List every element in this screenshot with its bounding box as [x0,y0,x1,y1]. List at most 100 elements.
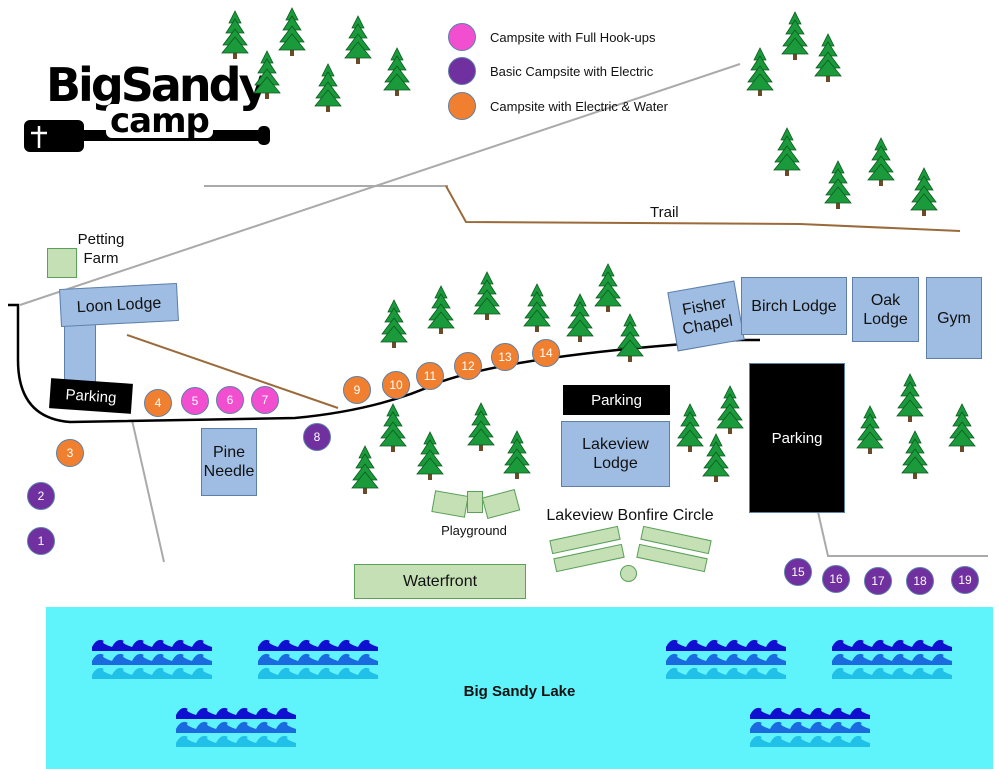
campsite-17[interactable]: 17 [864,567,892,595]
pine-tree-icon [467,402,495,451]
pine-tree-icon [824,160,852,209]
campsite-16[interactable]: 16 [822,565,850,593]
playground-label: Playground [441,523,507,538]
path-to-east-sites [817,511,988,557]
legend-label: Campsite with Full Hook-ups [490,29,656,45]
campsite-10[interactable]: 10 [382,371,410,399]
pine-tree-icon [896,373,924,422]
loon-lodge-label: Loon Lodge [76,294,162,316]
pine-tree-icon [383,47,411,96]
pine-tree-icon [380,299,408,348]
pine-tree-icon [746,47,774,96]
big-sandy-lake: Big Sandy Lake [46,607,993,769]
trail-line [445,185,961,232]
pine-tree-icon [702,433,730,482]
loon-lodge[interactable]: Loon Lodge [59,282,179,328]
pine-tree-icon [523,283,551,332]
wave-icon [176,707,296,747]
pine-tree-icon [253,50,281,99]
pine-tree-icon [948,403,976,452]
bonfire-label: Lakeview Bonfire Circle [546,507,714,524]
pine-tree-icon [901,430,929,479]
lake-label: Big Sandy Lake [463,683,576,700]
waterfront-label: Waterfront [402,572,478,590]
parking-west-label: Parking [65,385,117,407]
waves-layer [92,639,952,747]
pine-needle-label: Pine Needle [203,444,255,480]
campsite-5[interactable]: 5 [181,387,209,415]
campsite-15[interactable]: 15 [784,558,812,586]
campsite-18[interactable]: 18 [906,567,934,595]
wave-icon [750,707,870,747]
pine-tree-icon [379,403,407,452]
lakeview-lodge-label: Lakeview Lodge [582,436,649,472]
pine-tree-icon [351,445,379,494]
parking-east[interactable]: Parking [749,363,845,513]
lakeview-lodge[interactable]: Lakeview Lodge [561,421,670,487]
bonfire-pit[interactable] [620,565,637,582]
diagonal-path [19,63,741,306]
legend-basic-electric: Basic Campsite with Electric [448,57,653,85]
fisher-chapel[interactable]: Fisher Chapel [667,280,745,352]
campsite-6[interactable]: 6 [216,386,244,414]
legend-purple-dot-icon [448,57,476,85]
campsite-1[interactable]: 1 [27,527,55,555]
gym-label: Gym [937,309,971,327]
waterfront[interactable]: Waterfront [354,564,526,599]
legend-label: Basic Campsite with Electric [490,63,654,79]
legend-label: Campsite with Electric & Water [490,98,668,114]
pine-tree-icon [867,137,895,186]
petting-farm-area[interactable] [47,248,77,278]
campsite-19[interactable]: 19 [951,566,979,594]
pine-tree-icon [427,285,455,334]
legend-electric-water: Campsite with Electric & Water [448,92,668,120]
oak-lodge-label: Oak Lodge [863,291,908,328]
pine-tree-icon [910,167,938,216]
legend-orange-dot-icon [448,92,476,120]
wave-icon [832,639,952,679]
campsite-2[interactable]: 2 [27,482,55,510]
pine-tree-icon [314,63,342,112]
path-to-waterfront [131,419,165,563]
birch-lodge-label: Birch Lodge [751,297,837,315]
trail-spur [126,334,339,409]
campsite-11[interactable]: 11 [416,362,444,390]
oak-lodge[interactable]: Oak Lodge [852,277,919,342]
campsite-8[interactable]: 8 [303,423,331,451]
campsite-3[interactable]: 3 [56,439,84,467]
parking-east-label: Parking [771,429,823,447]
parking-center[interactable]: Parking [563,385,670,415]
pine-tree-icon [856,405,884,454]
campsite-7[interactable]: 7 [251,386,279,414]
campsite-13[interactable]: 13 [491,343,519,371]
pine-tree-icon [473,271,501,320]
parking-west[interactable]: Parking [49,378,133,414]
wave-icon [92,639,212,679]
loon-lodge-wing[interactable] [64,318,96,382]
wave-icon [258,639,378,679]
pine-tree-icon [278,7,306,56]
pine-needle[interactable]: Pine Needle [201,428,257,496]
gym[interactable]: Gym [926,277,982,359]
pine-tree-icon [781,11,809,60]
campsite-12[interactable]: 12 [454,352,482,380]
pine-tree-icon [773,127,801,176]
legend-pink-dot-icon [448,23,476,51]
pine-tree-icon [566,293,594,342]
trail-label: Trail [650,204,679,221]
campsite-14[interactable]: 14 [532,339,560,367]
parking-center-label: Parking [591,391,642,409]
pine-tree-icon [594,263,622,312]
petting-farm-label: Petting Farm [77,231,125,267]
birch-lodge[interactable]: Birch Lodge [741,277,847,335]
playground-piece-center[interactable] [467,491,483,513]
pine-tree-icon [221,10,249,59]
pine-tree-icon [716,385,744,434]
campsite-4[interactable]: 4 [144,389,172,417]
pine-tree-icon [814,33,842,82]
fisher-chapel-label: Fisher Chapel [680,294,735,339]
legend-full-hookups: Campsite with Full Hook-ups [448,23,655,51]
campsite-9[interactable]: 9 [343,376,371,404]
